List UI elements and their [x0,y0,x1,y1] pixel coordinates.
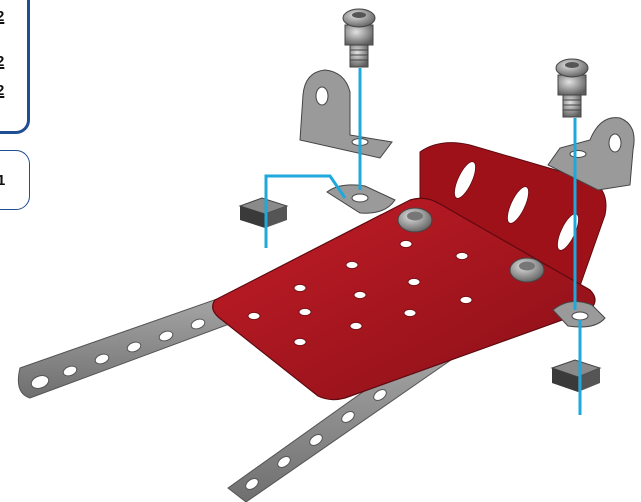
loose-bolt-left [343,9,375,67]
angle-bracket-left [300,70,395,213]
bolt-on-plate [510,258,544,282]
loose-bolt-right [556,59,588,117]
square-nut-left [240,198,287,228]
bolt-on-plate [398,208,432,232]
red-flanged-plate [213,143,606,400]
square-nut-right [552,360,600,392]
